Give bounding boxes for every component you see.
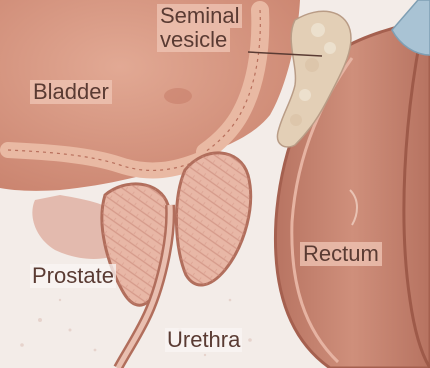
urethra-label: Urethra xyxy=(165,328,242,352)
seminal-vesicle-label-line2: vesicle xyxy=(157,28,230,52)
seminal-vesicle-label-line1: Seminal xyxy=(157,4,242,28)
prostate-label: Prostate xyxy=(30,264,116,288)
rectum-label: Rectum xyxy=(300,242,382,266)
bladder-label: Bladder xyxy=(30,80,112,104)
